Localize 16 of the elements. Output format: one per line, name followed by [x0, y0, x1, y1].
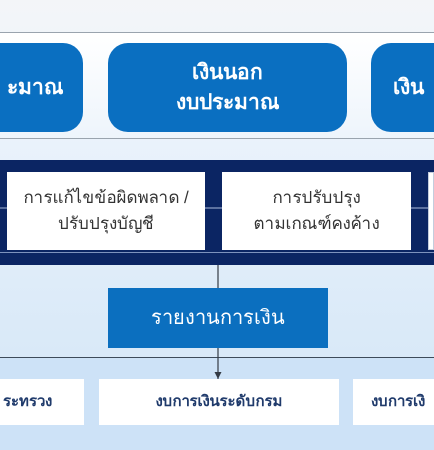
connector-line: [217, 265, 219, 288]
band: [0, 160, 434, 265]
text-box: การแก้ไขข้อผิดพลาด / ปรับปรุงบัญชี: [7, 172, 205, 250]
connector-line: [411, 207, 428, 209]
text-box: ระทรวง: [0, 379, 84, 425]
empty-box: [428, 172, 434, 250]
rounded-box: เงินนอก งบประมาณ: [108, 43, 347, 132]
text-box: งบการเงิ: [353, 379, 434, 425]
rounded-box: ะมาณ: [0, 43, 83, 132]
connector-line: [0, 207, 7, 209]
text-box: การปรับปรุง ตามเกณฑ์คงค้าง: [222, 172, 411, 250]
connector-line: [205, 207, 222, 209]
process-box: รายงานการเงิน: [108, 288, 328, 348]
rounded-box: เงิน: [371, 43, 434, 132]
text-box: งบการเงินระดับกรม: [99, 379, 339, 425]
arrow: [214, 348, 222, 379]
